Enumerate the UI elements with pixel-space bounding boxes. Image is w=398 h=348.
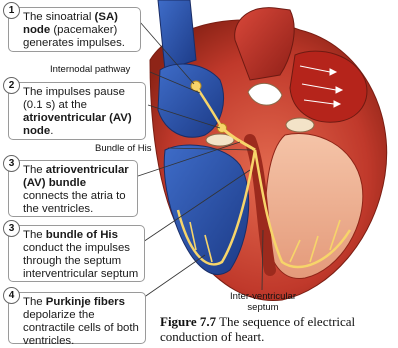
figure-number: Figure 7.7: [160, 314, 216, 329]
step-number-badge: 1: [3, 2, 20, 19]
superior-vena-cava: [158, 0, 196, 70]
septum-label-line2: septum: [228, 302, 298, 313]
step-box-av-bundle: The atrioventricular (AV) bundle connect…: [8, 160, 138, 217]
step-number-badge: 2: [3, 77, 20, 94]
right-ventricle: [164, 145, 248, 274]
step-text: The sinoatrial (SA) node (pacemaker) gen…: [23, 11, 125, 49]
step-number-badge: 3: [3, 220, 20, 237]
step-number-badge: 4: [3, 287, 20, 304]
step-text: The Purkinje fibers depolarize the contr…: [23, 296, 139, 347]
step-box-purkinje: The Purkinje fibers depolarize the contr…: [8, 292, 146, 344]
step-box-sa-node: The sinoatrial (SA) node (pacemaker) gen…: [8, 7, 141, 52]
step-box-av-node: The impulses pause (0.1 s) at the atriov…: [8, 82, 146, 140]
left-atrium: [290, 51, 367, 122]
label-interventricular-septum: Inter-ventricular septum: [228, 291, 298, 313]
step-text: The impulses pause (0.1 s) at the atriov…: [23, 86, 132, 137]
step-text: The bundle of His conduct the impulses t…: [23, 229, 138, 280]
mitral-valve: [286, 118, 314, 132]
step-box-bundle-of-his: The bundle of His conduct the impulses t…: [8, 225, 145, 282]
label-bundle-of-his: Bundle of His: [95, 143, 152, 154]
figure-caption: Figure 7.7 The sequence of electrical co…: [160, 314, 396, 344]
label-internodal-pathway: Internodal pathway: [50, 64, 130, 75]
step-text: The atrioventricular (AV) bundle connect…: [23, 164, 129, 215]
leader-purkinje: [140, 255, 205, 300]
step-number-badge: 3: [3, 155, 20, 172]
septum-label-line1: Inter-ventricular: [228, 291, 298, 302]
